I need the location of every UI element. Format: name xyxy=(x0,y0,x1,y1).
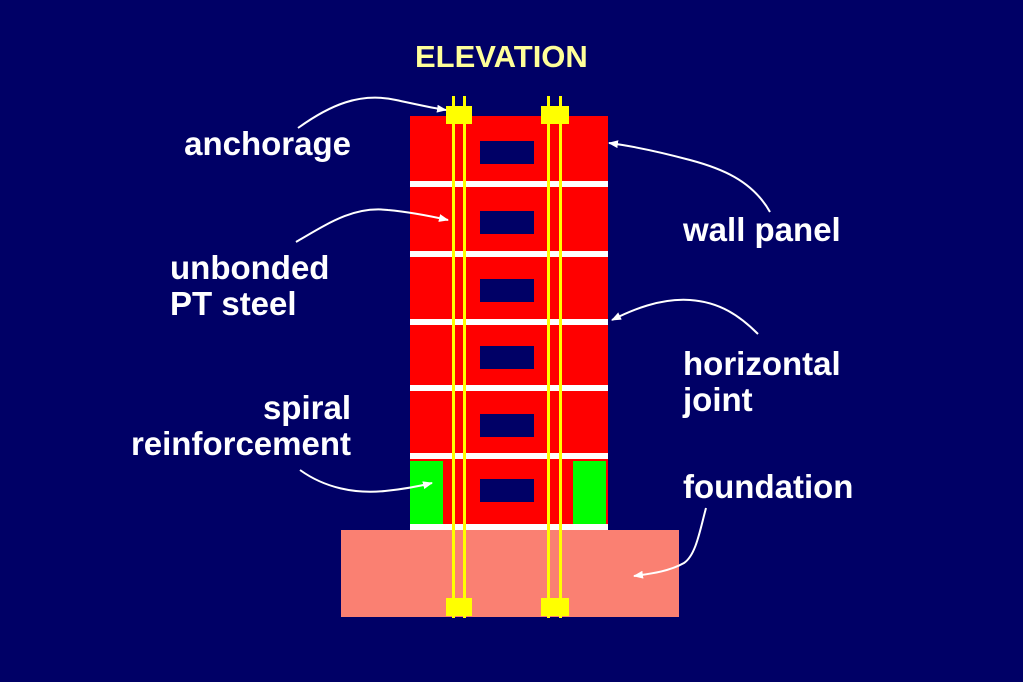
horizontal-joint xyxy=(410,319,608,325)
horizontal-joint xyxy=(410,524,608,530)
foundation-block xyxy=(341,530,679,617)
unbonded-label-line2: PT steel xyxy=(170,285,297,322)
panel-opening xyxy=(480,141,534,164)
panel-opening xyxy=(480,211,534,234)
pt-tendon-right xyxy=(541,96,569,618)
horizontal-joint xyxy=(410,453,608,459)
foundation-label: foundation xyxy=(683,468,854,505)
horizontal-joint xyxy=(410,251,608,257)
foundation-leader xyxy=(633,507,707,579)
wall-panel-label: wall panel xyxy=(683,211,841,248)
anchorage-leader xyxy=(297,96,447,129)
panel-opening xyxy=(480,479,534,502)
anchorage-top-left xyxy=(446,106,472,124)
horizontal-joint xyxy=(410,385,608,391)
horizontal-label-line1: horizontal xyxy=(683,345,841,382)
panel-openings xyxy=(480,141,534,502)
spiral-reinforcement-right xyxy=(573,461,606,524)
horizontal-joint xyxy=(410,181,608,187)
diagram-title: ELEVATION xyxy=(415,39,588,74)
anchorage-bottom-right xyxy=(541,598,569,616)
anchorage-label: anchorage xyxy=(184,125,351,162)
pt-steel-leader xyxy=(295,208,449,243)
horizontal-joints xyxy=(410,181,608,530)
spiral-label-line2: reinforcement xyxy=(130,425,351,462)
spiral-leader xyxy=(299,469,433,493)
panel-opening xyxy=(480,414,534,437)
panel-opening xyxy=(480,346,534,369)
leader-lines xyxy=(295,96,771,579)
spiral-reinforcement-label: spiral reinforcement xyxy=(131,390,351,462)
horizontal-joint-leader xyxy=(611,298,759,335)
panel-opening xyxy=(480,279,534,302)
spiral-reinforcement-left xyxy=(410,461,443,524)
unbonded-label-line1: unbonded xyxy=(170,249,330,286)
wall-panel-leader xyxy=(608,140,771,213)
anchorage-bottom-left xyxy=(446,598,472,616)
pt-tendon-left xyxy=(446,96,472,618)
unbonded-pt-steel-label: unbonded PT steel xyxy=(170,250,329,322)
spiral-label-line1: spiral xyxy=(262,389,351,426)
horizontal-label-line2: joint xyxy=(683,381,753,418)
anchorage-top-right xyxy=(541,106,569,124)
horizontal-joint-label: horizontal joint xyxy=(683,346,841,418)
